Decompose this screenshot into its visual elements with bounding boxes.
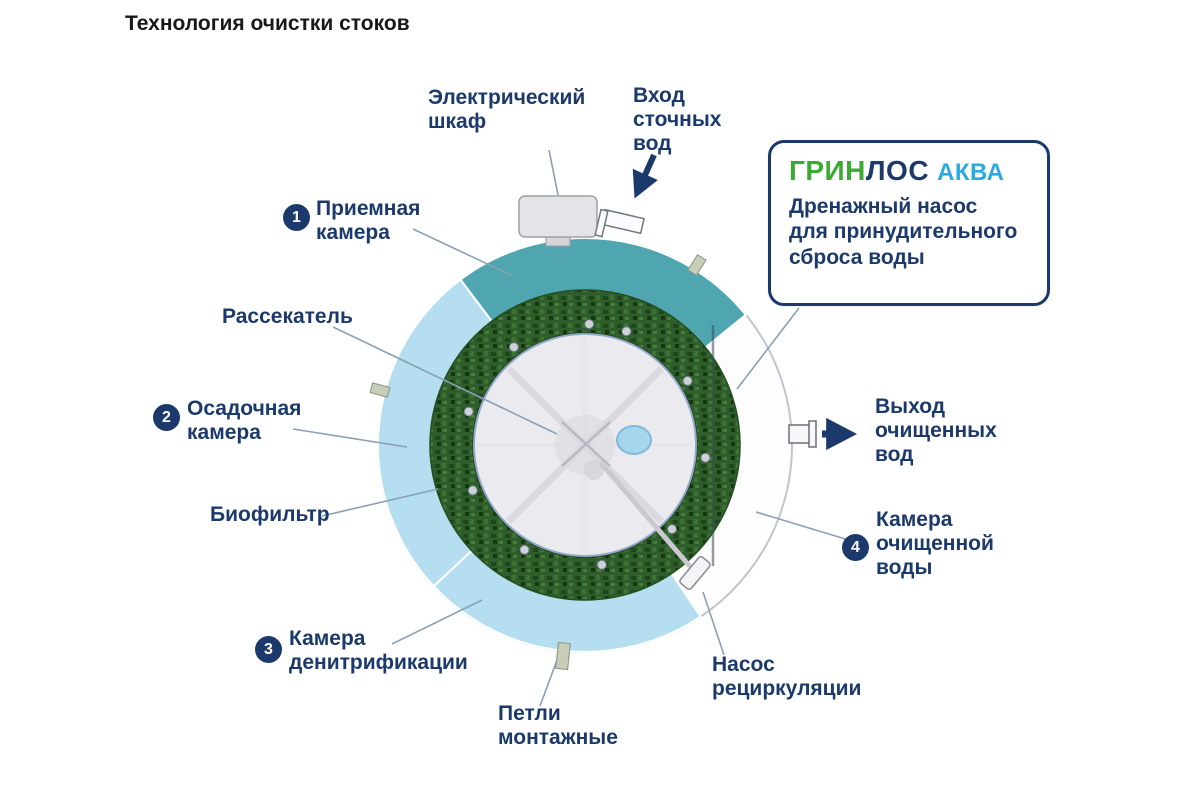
chamber-badge-3: 3 [255,636,282,663]
callout-description: Дренажный насос для принудительного сбро… [789,194,1018,270]
biofilter-ring [430,290,740,600]
biofilter-outer-edge [429,289,741,601]
leader-recirculation-pump [702,591,725,656]
label-clean-water-chamber: Камера очищенной воды [876,508,994,579]
side-fitting-top-right [687,254,707,276]
chamber-badge-4: 4 [842,534,869,561]
label-receiving-chamber: Приемная камера [316,197,421,244]
electrical-cabinet [518,195,598,247]
inner-lid [473,333,697,572]
leader-diffuser [332,326,558,435]
mounting-loop [555,641,571,671]
label-recirculation-pump: Насос рециркуляции [712,653,862,700]
brand-part-green: ГРИН [789,155,866,186]
side-fitting-left [369,382,391,398]
label-outlet: Выход очищенных вод [875,395,997,466]
leader-receiving-chamber [412,228,514,277]
leader-clean-water-chamber [755,511,853,542]
recirculation-pipe [598,460,695,572]
leader-sedimentation-chamber [292,428,408,448]
label-biofilter: Биофильтр [210,503,330,526]
outlet-pipe [788,420,817,448]
leader-electrical-cabinet [548,149,559,196]
leader-denitrification-chamber [391,599,483,645]
inlet-arrow-icon [632,153,658,199]
chamber-badge-1: 1 [283,204,310,231]
label-electrical-cabinet: Электрический шкаф [428,86,586,133]
brand-logo: ГРИНЛОС АКВА [789,155,1029,187]
leader-lines [292,149,853,707]
leader-biofilter [321,488,439,517]
label-mounting-loops: Петли монтажные [498,702,618,749]
leader-callout [736,307,800,390]
brand-callout: ГРИНЛОС АКВА Дренажный насос для принудит… [768,140,1050,306]
page-title: Технология очистки стоков [125,12,410,35]
brand-suffix-aqua: АКВА [937,159,1005,186]
label-inlet: Вход сточных вод [633,84,722,155]
chamber-badge-2: 2 [153,404,180,431]
label-denitrification-chamber: Камера денитрификации [289,627,468,674]
inlet-pipe [594,208,645,238]
leader-mounting-loops [539,659,558,707]
center-port [616,425,652,455]
label-sedimentation-chamber: Осадочная камера [187,397,302,444]
recirculation-pump [679,555,711,591]
brand-part-navy: ЛОС [865,155,930,186]
lid-bolts [463,319,711,570]
label-diffuser: Рассекатель [222,305,353,328]
